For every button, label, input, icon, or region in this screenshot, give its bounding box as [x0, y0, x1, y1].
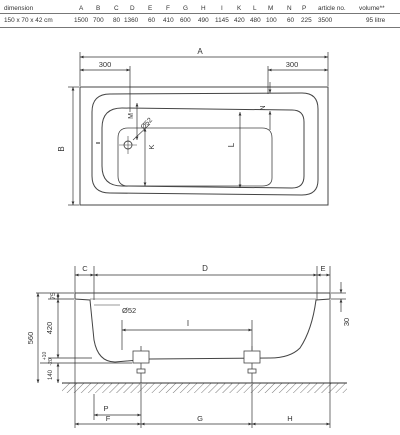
- label-h: H: [287, 414, 292, 423]
- cell-k: 420: [234, 17, 245, 24]
- header-p: P: [302, 5, 307, 12]
- cell-i: 1145: [215, 17, 229, 24]
- header-volume: volume**: [359, 5, 385, 12]
- label-d: D: [202, 264, 208, 273]
- floor-hatch: [62, 383, 347, 393]
- table-rule-bottom: [0, 27, 400, 28]
- label-drain-diameter-top: Ø52: [140, 117, 154, 131]
- header-e: E: [148, 5, 153, 12]
- tub-inner-basin: [91, 92, 319, 196]
- label-e: E: [320, 264, 325, 273]
- cell-e: 60: [148, 17, 156, 24]
- cell-b: 700: [93, 17, 104, 24]
- drain-leader-top: [132, 123, 151, 141]
- dim-i: [121, 320, 253, 350]
- dim-a: [79, 52, 329, 86]
- label-f: F: [106, 414, 111, 423]
- label-m: M: [128, 113, 135, 119]
- header-i: I: [221, 5, 223, 12]
- dim-bottom: [74, 300, 331, 428]
- label-n: N: [260, 105, 267, 110]
- cell-d: 1360: [124, 17, 139, 24]
- header-n: N: [287, 5, 292, 12]
- dim-300-left: [80, 66, 131, 112]
- label-560: 560: [26, 332, 35, 345]
- cell-n: 60: [287, 17, 295, 24]
- spec-table-row: 150 x 70 x 42 cm 1500 700 80 1360 60 410…: [0, 15, 400, 27]
- header-f: F: [166, 5, 170, 12]
- cell-c: 80: [113, 17, 121, 24]
- label-c: C: [82, 264, 88, 273]
- tub-bottom-outline: [101, 107, 305, 189]
- header-d: D: [130, 5, 135, 12]
- top-view: [79, 86, 329, 206]
- label-300-left: 300: [99, 60, 112, 69]
- cell-h: 490: [198, 17, 209, 24]
- cell-a: 1500: [74, 17, 89, 24]
- label-drain-diameter-side: Ø52: [122, 306, 136, 315]
- header-c: C: [114, 5, 119, 12]
- header-b: B: [96, 5, 101, 12]
- label-300-right: 300: [286, 60, 299, 69]
- header-k: K: [237, 5, 242, 12]
- cell-dimension: 150 x 70 x 42 cm: [4, 17, 53, 24]
- dim-left-verticals: [36, 292, 132, 383]
- header-a: A: [79, 5, 84, 12]
- label-30: 30: [342, 318, 351, 326]
- cell-g: 600: [180, 17, 191, 24]
- dim-cde: [74, 266, 331, 300]
- cell-article: 3500: [318, 17, 333, 24]
- label-b: B: [57, 146, 66, 151]
- dim-b: [68, 86, 79, 206]
- cell-f: 410: [163, 17, 174, 24]
- label-i: I: [187, 319, 189, 328]
- header-g: G: [183, 5, 188, 12]
- label-140: 140: [48, 369, 54, 380]
- cell-l: 480: [250, 17, 261, 24]
- label-l: L: [227, 142, 236, 147]
- dim-300-right: [267, 66, 328, 94]
- dim-30: [331, 282, 346, 312]
- header-l: L: [253, 5, 257, 12]
- header-m: M: [268, 5, 274, 12]
- label-minus-20: -20: [48, 358, 54, 365]
- cell-volume: 95 litre: [366, 17, 386, 24]
- header-dimension: dimension: [4, 5, 34, 12]
- tub-side-profile: [74, 292, 331, 363]
- label-g: G: [197, 414, 203, 423]
- label-75: 75: [50, 292, 57, 300]
- header-article: article no.: [318, 5, 346, 12]
- cell-m: 100: [266, 17, 277, 24]
- foot-left: [132, 346, 150, 383]
- spec-table-header: dimension A B C D E F G H I K L M N P ar…: [0, 3, 400, 15]
- label-420: 420: [45, 322, 54, 335]
- foot-right: [243, 346, 261, 383]
- label-p: P: [103, 404, 108, 413]
- cell-p: 225: [301, 17, 312, 24]
- tub-floor-inner: [117, 127, 273, 187]
- label-a: A: [197, 47, 203, 56]
- tub-outer-rim: [79, 86, 329, 206]
- table-rule-top: [0, 13, 400, 14]
- header-h: H: [201, 5, 206, 12]
- label-k: K: [147, 144, 156, 149]
- label-plus-10: +10: [42, 352, 48, 361]
